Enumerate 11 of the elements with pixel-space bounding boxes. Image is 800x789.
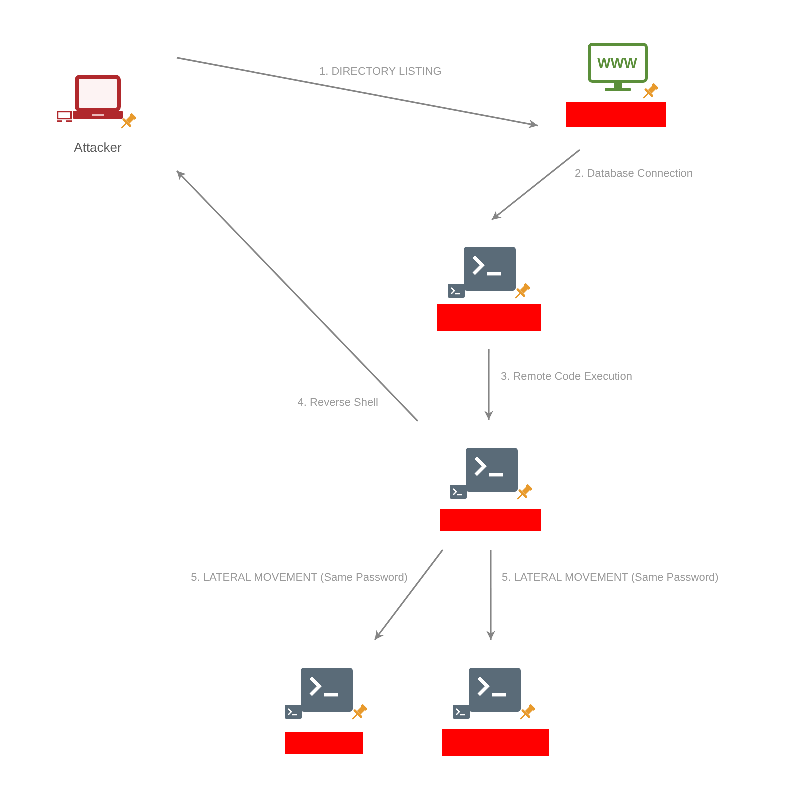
arrow — [176, 57, 538, 129]
screen-text: WWW — [598, 56, 638, 70]
edge-label: 5. LATERAL MOVEMENT (Same Password) — [189, 571, 410, 585]
node-label: Attacker — [74, 140, 122, 156]
edge-label: 3. Remote Code Execution — [498, 370, 634, 384]
arrow — [486, 550, 496, 640]
arrow — [484, 349, 494, 420]
arrow — [374, 550, 444, 640]
arrow — [176, 170, 419, 422]
edge-label: 5. LATERAL MOVEMENT (Same Password) — [500, 571, 721, 585]
arrow — [492, 149, 580, 221]
